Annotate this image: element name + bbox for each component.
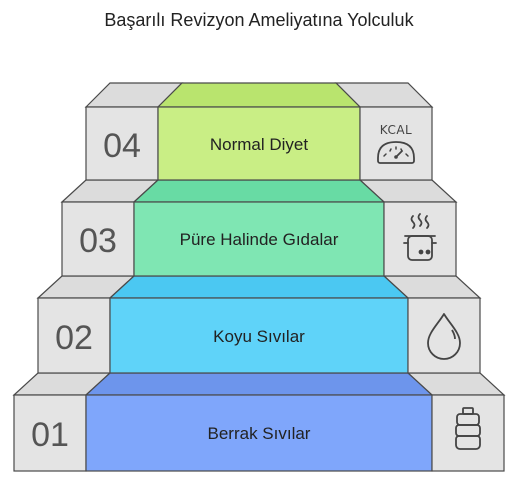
step-03-top-center [132, 179, 386, 203]
step-03-label: Püre Halinde Gıdalar [180, 230, 339, 249]
step-04-label: Normal Diyet [210, 135, 309, 154]
step-01-label: Berrak Sıvılar [208, 424, 311, 443]
step-01: 01 Berrak Sıvılar [12, 372, 506, 472]
calorie-scale-icon-text: KCAL [380, 123, 413, 137]
step-04-icon-panel [359, 106, 433, 181]
cooking-pot-icon [403, 213, 437, 261]
step-03-number: 03 [79, 222, 117, 260]
step-04: 04 Normal Diyet KCAL [84, 82, 434, 181]
step-02-icon-panel [407, 297, 481, 374]
step-02-label: Koyu Sıvılar [213, 327, 305, 346]
bottle-icon [455, 407, 481, 450]
step-02-number: 02 [55, 319, 93, 357]
step-03-label-panel [133, 201, 385, 277]
step-01-number-panel [13, 394, 87, 472]
step-02-label-panel [109, 297, 409, 374]
step-02: 02 Koyu Sıvılar [36, 275, 482, 374]
drop-icon [427, 313, 461, 360]
step-01-icon-panel [431, 394, 505, 472]
step-01-number: 01 [31, 416, 69, 454]
step-01-top-center [84, 372, 434, 396]
step-02-top-center [108, 275, 410, 299]
step-04-label-panel [157, 106, 361, 181]
step-04-number-panel [85, 106, 159, 181]
diagram-title: Başarılı Revizyon Ameliyatına Yolculuk [104, 10, 414, 30]
step-01-label-panel [85, 394, 433, 472]
step-03: 03 Püre Halinde Gıdalar [60, 179, 458, 277]
step-04-number: 04 [103, 127, 141, 165]
calorie-scale-icon: KCAL [377, 123, 415, 164]
step-04-top-center [156, 82, 362, 108]
